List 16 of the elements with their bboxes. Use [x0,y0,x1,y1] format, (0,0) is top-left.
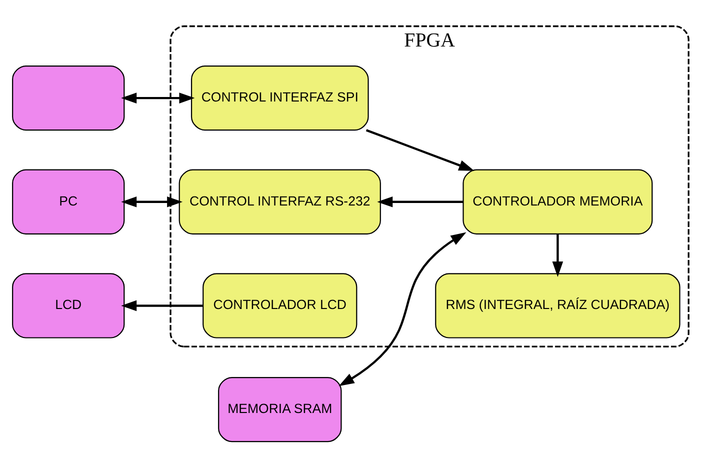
node-box: RMS (INTEGRAL, RAÍZ CUADRADA) [435,272,680,338]
node-box: PC [12,168,125,234]
arrow [121,300,203,311]
node-box: CONTROLADOR MEMORIA [462,168,653,234]
arrow [377,196,464,207]
arrow [121,92,195,103]
node-box: CONTROLADOR LCD [202,272,358,338]
node-box: CONTROL INTERFAZ RS-232 [178,168,381,234]
arrow [366,128,474,170]
node-box: CONTROL INTERFAZ SPI [190,64,369,130]
node-box: LCD [12,272,125,338]
arrow [338,232,466,386]
arrow [552,234,564,277]
node-box: MEMORIA SRAM [218,376,342,442]
node-box [12,64,125,130]
arrow [121,196,183,207]
